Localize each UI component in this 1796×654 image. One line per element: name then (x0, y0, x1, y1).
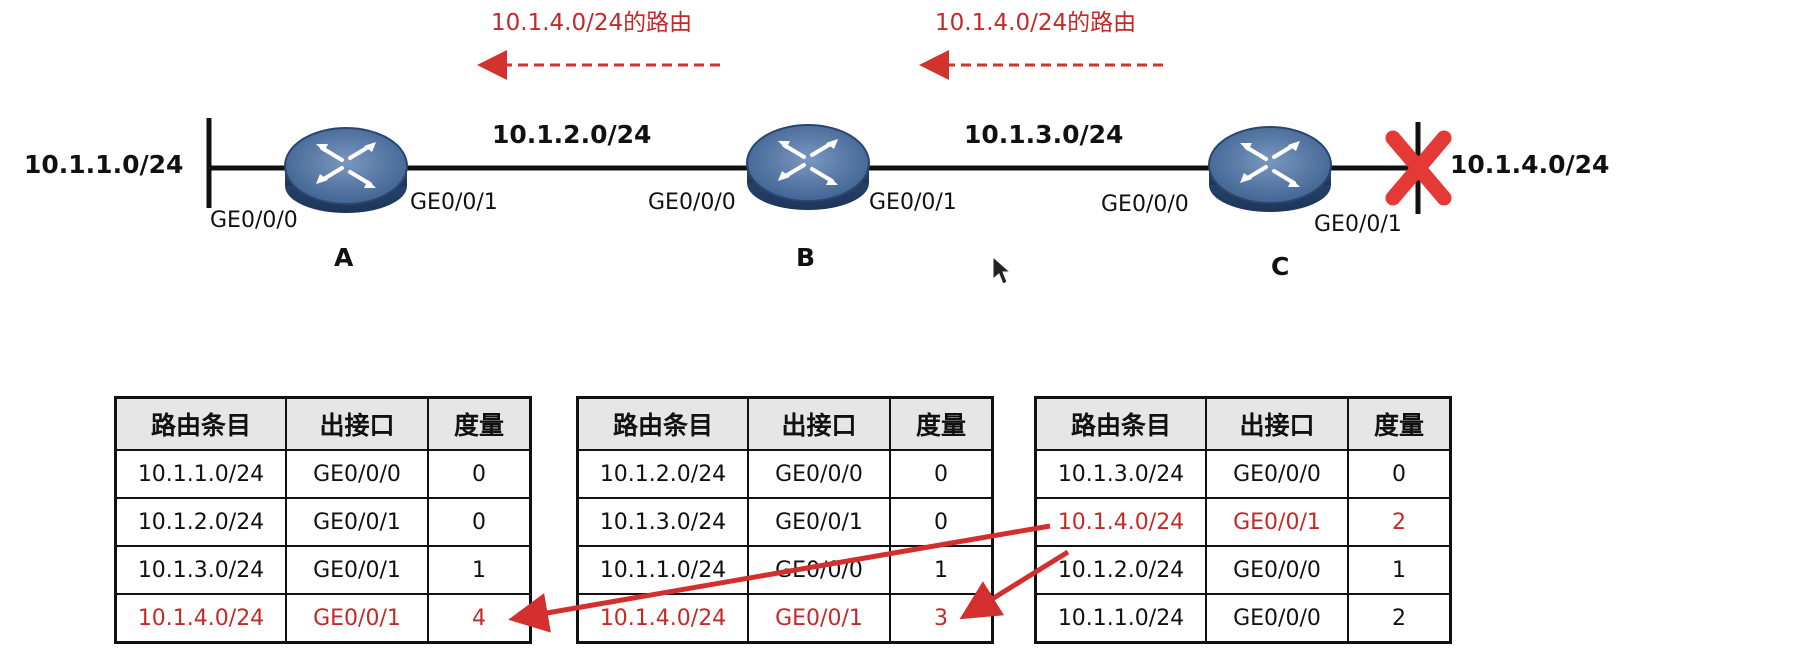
column-header-metric: 度量 (427, 396, 532, 451)
table-header-row: 路由条目 出接口 度量 (114, 396, 532, 451)
red-x-icon (1385, 130, 1452, 206)
interface-cell: GE0/0/1 (747, 593, 891, 644)
table-row: 10.1.3.0/24 GE0/0/1 1 (114, 545, 532, 595)
route-cell: 10.1.4.0/24 (1034, 497, 1207, 547)
route-cell: 10.1.4.0/24 (576, 593, 749, 644)
column-header-metric: 度量 (889, 396, 994, 451)
router-c-port-right: GE0/0/1 (1314, 212, 1402, 237)
network-bc-label: 10.1.3.0/24 (964, 120, 1124, 149)
table-row: 10.1.1.0/24 GE0/0/0 0 (114, 449, 532, 499)
interface-cell: GE0/0/1 (285, 497, 429, 547)
table-row: 10.1.1.0/24 GE0/0/0 1 (576, 545, 994, 595)
metric-cell: 1 (889, 545, 994, 595)
advert-label-bc: 10.1.4.0/24的路由 (935, 10, 1137, 36)
router-a-icon (284, 127, 408, 213)
metric-cell: 3 (889, 593, 994, 644)
column-header-interface: 出接口 (747, 396, 891, 451)
network-right-label: 10.1.4.0/24 (1450, 150, 1610, 179)
table-row-highlighted: 10.1.4.0/24 GE0/0/1 4 (114, 593, 532, 644)
interface-cell: GE0/0/0 (285, 449, 429, 499)
metric-cell: 0 (427, 497, 532, 547)
route-cell: 10.1.1.0/24 (576, 545, 749, 595)
column-header-interface: 出接口 (285, 396, 429, 451)
interface-cell: GE0/0/0 (747, 545, 891, 595)
interface-cell: GE0/0/1 (285, 593, 429, 644)
routing-table-c: 路由条目 出接口 度量 10.1.3.0/24 GE0/0/0 0 10.1.4… (1034, 396, 1452, 644)
column-header-route: 路由条目 (1034, 396, 1207, 451)
route-cell: 10.1.2.0/24 (1034, 545, 1207, 595)
table-row-highlighted: 10.1.4.0/24 GE0/0/1 3 (576, 593, 994, 644)
table-row-highlighted: 10.1.4.0/24 GE0/0/1 2 (1034, 497, 1452, 547)
route-cell: 10.1.3.0/24 (576, 497, 749, 547)
metric-cell: 0 (889, 449, 994, 499)
column-header-route: 路由条目 (576, 396, 749, 451)
metric-cell: 0 (427, 449, 532, 499)
column-header-interface: 出接口 (1205, 396, 1349, 451)
route-cell: 10.1.4.0/24 (114, 593, 287, 644)
network-left-label: 10.1.1.0/24 (24, 150, 184, 179)
router-c-icon (1208, 126, 1332, 212)
interface-cell: GE0/0/1 (747, 497, 891, 547)
table-header-row: 路由条目 出接口 度量 (576, 396, 994, 451)
routing-table-b: 路由条目 出接口 度量 10.1.2.0/24 GE0/0/0 0 10.1.3… (576, 396, 994, 644)
route-cell: 10.1.1.0/24 (1034, 593, 1207, 644)
interface-cell: GE0/0/1 (1205, 497, 1349, 547)
table-row: 10.1.3.0/24 GE0/0/1 0 (576, 497, 994, 547)
table-row: 10.1.1.0/24 GE0/0/0 2 (1034, 593, 1452, 644)
table-header-row: 路由条目 出接口 度量 (1034, 396, 1452, 451)
table-row: 10.1.2.0/24 GE0/0/1 0 (114, 497, 532, 547)
table-row: 10.1.2.0/24 GE0/0/0 0 (576, 449, 994, 499)
metric-cell: 1 (427, 545, 532, 595)
table-row: 10.1.3.0/24 GE0/0/0 0 (1034, 449, 1452, 499)
network-ab-label: 10.1.2.0/24 (492, 120, 652, 149)
routing-table-a: 路由条目 出接口 度量 10.1.1.0/24 GE0/0/0 0 10.1.2… (114, 396, 532, 644)
router-a-port-right: GE0/0/1 (410, 190, 498, 215)
metric-cell: 1 (1347, 545, 1452, 595)
metric-cell: 0 (1347, 449, 1452, 499)
router-b-port-left: GE0/0/0 (648, 190, 736, 215)
route-cell: 10.1.3.0/24 (1034, 449, 1207, 499)
advert-label-ab: 10.1.4.0/24的路由 (491, 10, 693, 36)
router-b-port-right: GE0/0/1 (869, 190, 957, 215)
table-row: 10.1.2.0/24 GE0/0/0 1 (1034, 545, 1452, 595)
interface-cell: GE0/0/0 (1205, 545, 1349, 595)
route-cell: 10.1.2.0/24 (114, 497, 287, 547)
interface-cell: GE0/0/0 (747, 449, 891, 499)
route-cell: 10.1.2.0/24 (576, 449, 749, 499)
router-b-name: B (796, 243, 816, 272)
column-header-metric: 度量 (1347, 396, 1452, 451)
metric-cell: 4 (427, 593, 532, 644)
metric-cell: 0 (889, 497, 994, 547)
router-a-port-left: GE0/0/0 (210, 208, 298, 233)
column-header-route: 路由条目 (114, 396, 287, 451)
route-cell: 10.1.3.0/24 (114, 545, 287, 595)
interface-cell: GE0/0/0 (1205, 449, 1349, 499)
mouse-cursor-icon (992, 255, 1012, 285)
interface-cell: GE0/0/1 (285, 545, 429, 595)
router-c-port-left: GE0/0/0 (1101, 192, 1189, 217)
interface-cell: GE0/0/0 (1205, 593, 1349, 644)
router-b-icon (746, 124, 870, 210)
router-c-name: C (1271, 252, 1290, 281)
metric-cell: 2 (1347, 593, 1452, 644)
route-cell: 10.1.1.0/24 (114, 449, 287, 499)
router-a-name: A (334, 243, 354, 272)
metric-cell: 2 (1347, 497, 1452, 547)
